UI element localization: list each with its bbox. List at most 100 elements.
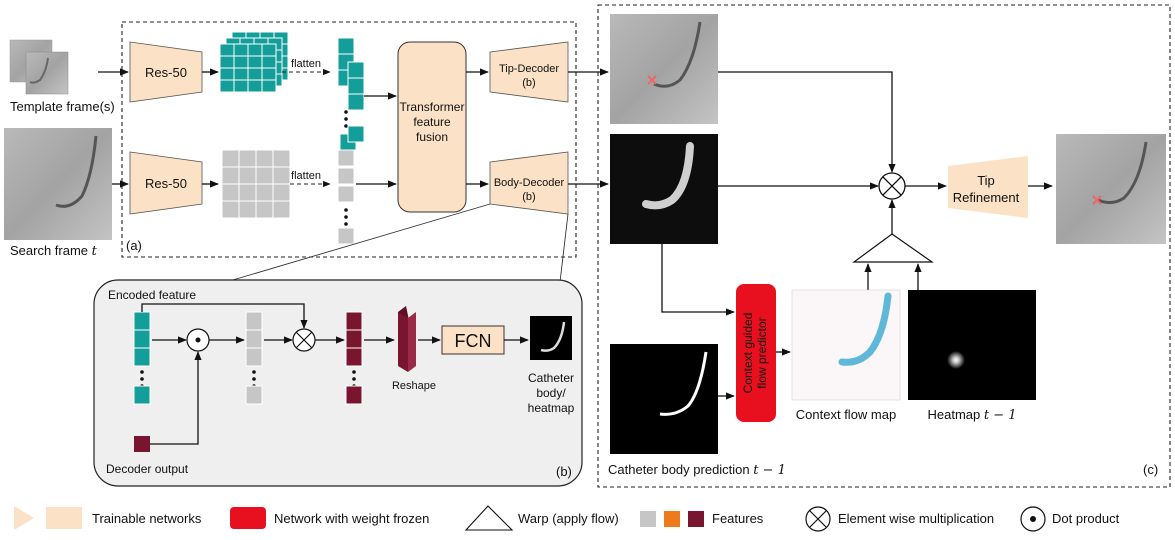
feature-cell [255, 149, 274, 168]
feature-cell [219, 55, 235, 69]
flatten-label-top: flatten [291, 58, 321, 70]
legend-trainable-swatch [46, 507, 82, 529]
legend: Trainable networks Network with weight f… [14, 505, 1120, 532]
flow-predictor-label-1: Context guided [741, 313, 755, 394]
body-prediction-prev-label: Catheter body prediction t − 1 [608, 462, 786, 478]
body-decoder-label-1: Body-Decoder [494, 177, 565, 189]
legend-elementwise-label: Element wise multiplication [838, 511, 994, 526]
panel-a-label: (a) [126, 238, 142, 253]
token [347, 77, 365, 95]
arrow-tip-to-mult [718, 71, 896, 173]
token [133, 329, 151, 349]
element-mult-cross [295, 331, 313, 349]
token [337, 37, 355, 55]
refined-output-image [1056, 134, 1166, 244]
dot-product-dot [195, 337, 201, 343]
token [245, 311, 263, 331]
encoder-bottom [129, 151, 203, 215]
feature-cell [247, 67, 263, 81]
template-frame-label: Template frame(s) [10, 99, 115, 114]
feature-cell [261, 55, 277, 69]
ellipsis-dot [344, 124, 348, 128]
token [337, 227, 355, 245]
context-flow-map-image [791, 289, 901, 401]
feature-cell [219, 43, 235, 57]
zoom-line-left [225, 203, 491, 283]
panel-b-frame [93, 279, 583, 487]
zoom-line-right [559, 213, 569, 283]
feature-cell [221, 149, 240, 168]
feature-cell [255, 166, 274, 185]
ellipsis-dot [352, 370, 356, 374]
body-decoder-label-2: (b) [522, 191, 535, 203]
flow-predictor-label-2: flow predictor [755, 317, 769, 388]
token [245, 329, 263, 349]
token [245, 385, 263, 405]
legend-elementwise-cross [809, 510, 827, 528]
feature-cell [272, 166, 291, 185]
tip-refinement [948, 156, 1028, 218]
tip-decoder-label-1: Tip-Decoder [499, 63, 559, 75]
feature-cell [233, 79, 249, 93]
context-flow-map-label: Context flow map [796, 407, 896, 422]
ellipsis-dot [252, 377, 256, 381]
arrow-decoder-to-dot [150, 351, 202, 445]
encoder-bottom-label: Res-50 [145, 176, 187, 191]
search-feature-maps [221, 149, 291, 219]
feature-cell [247, 55, 263, 69]
legend-trainable-label: Trainable networks [92, 511, 202, 526]
feature-cell [255, 183, 274, 202]
reshape-label: Reshape [392, 380, 436, 392]
ellipsis-dot [344, 117, 348, 121]
warp-op [852, 233, 934, 263]
ellipsis-dot [344, 110, 348, 114]
body-output-image [610, 134, 718, 244]
template-frames-image [9, 39, 69, 95]
output-label-1: Catheter [528, 371, 574, 385]
flatten-label-bottom: flatten [291, 170, 321, 182]
transformer-fusion [397, 41, 467, 213]
legend-warp-label: Warp (apply flow) [518, 511, 619, 526]
ellipsis-dot [352, 377, 356, 381]
ellipsis-dot [344, 222, 348, 226]
feature-cell [272, 149, 291, 168]
heatmap-prev-label: Heatmap t − 1 [927, 407, 1016, 423]
feature-cell [261, 67, 277, 81]
body-prediction-prev-image [610, 344, 718, 454]
feature-cell [233, 55, 249, 69]
tip-refinement-label-1: Tip [977, 173, 995, 188]
feature-cell [261, 79, 277, 93]
encoded-feature-label: Encoded feature [108, 288, 196, 302]
legend-feature-gray [640, 511, 656, 527]
feature-cell [221, 166, 240, 185]
decoder-output-token [134, 436, 150, 452]
token [345, 385, 363, 405]
dot-product-output-tokens [245, 311, 263, 405]
feature-cell [255, 200, 274, 219]
feature-cell [233, 43, 249, 57]
token [347, 61, 365, 79]
fusion-label-1: Transformer [400, 100, 465, 114]
feature-cell [219, 67, 235, 81]
heatmap-prev-image [908, 290, 1036, 400]
token [245, 347, 263, 367]
feature-cell [272, 183, 291, 202]
ellipsis-dot [140, 377, 144, 381]
legend-feature-maroon [688, 511, 704, 527]
tip-refinement-label-2: Refinement [953, 190, 1020, 205]
legend-frozen-swatch [230, 507, 266, 529]
panel-b-label: (b) [556, 464, 572, 479]
legend-warp-triangle [464, 505, 514, 531]
ellipsis-dot [140, 370, 144, 374]
legend-feature-orange [664, 511, 680, 527]
arrow-body-to-flow-predictor [661, 244, 735, 316]
panel-c-label: (c) [1143, 462, 1158, 477]
feature-cell [221, 183, 240, 202]
token [345, 311, 363, 331]
token [337, 149, 355, 167]
feature-cell [238, 200, 257, 219]
feature-cell [238, 166, 257, 185]
token [337, 167, 355, 185]
feature-cell [221, 200, 240, 219]
